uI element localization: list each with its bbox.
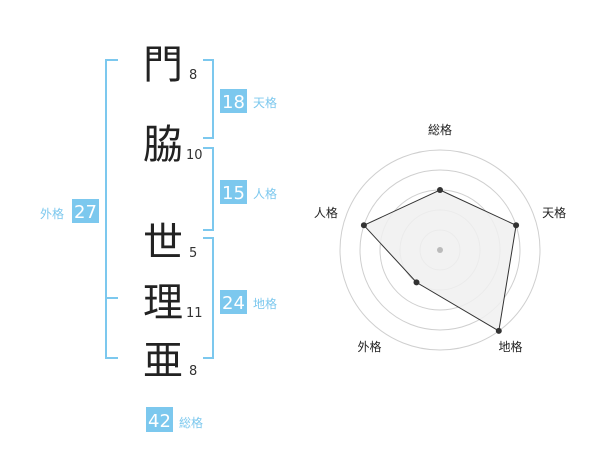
stroke-count-4: 11 — [186, 306, 203, 321]
jinkaku-label: 人格 — [253, 186, 277, 201]
gaikaku-label: 外格 — [40, 206, 64, 221]
radar-point-5 — [360, 222, 367, 229]
stroke-count-3: 5 — [189, 246, 197, 261]
radar-area — [363, 189, 517, 332]
soukaku-value: 42 — [148, 411, 171, 432]
soukaku-label: 総格 — [179, 415, 203, 430]
stroke-count-1: 8 — [189, 68, 197, 83]
radar-ring-4 — [359, 169, 521, 331]
chikaku-label: 地格 — [253, 296, 277, 311]
chikaku-badge — [220, 290, 247, 314]
stroke-count-2: 10 — [186, 148, 203, 163]
tenkaku-bracket — [203, 59, 214, 139]
radar-axis-label-5: 人格 — [314, 205, 338, 220]
radar-axis-label-3: 地格 — [498, 339, 522, 354]
stroke-count-5: 8 — [189, 364, 197, 379]
radar-point-2 — [513, 222, 520, 229]
tenkaku-label: 天格 — [253, 95, 277, 110]
gaikaku-value: 27 — [74, 202, 97, 223]
radar-point-4 — [413, 279, 420, 286]
name-char-4: 理 — [143, 280, 183, 326]
name-char-3: 世 — [143, 220, 183, 266]
chikaku-value: 24 — [222, 293, 245, 314]
radar-point-1 — [437, 187, 443, 193]
jinkaku-badge — [220, 180, 247, 204]
tenkaku-value: 18 — [222, 92, 245, 113]
radar-point-3 — [495, 327, 502, 334]
radar-axis-label-1: 総格 — [428, 122, 452, 137]
chikaku-bracket — [203, 237, 214, 359]
name-char-1: 門 — [143, 42, 183, 88]
name-char-2: 脇 — [143, 122, 183, 168]
jinkaku-bracket — [203, 147, 214, 231]
gaikaku-badge — [72, 199, 99, 223]
soukaku-badge — [146, 407, 173, 432]
tenkaku-badge — [220, 89, 247, 113]
jinkaku-value: 15 — [222, 183, 245, 204]
radar-axis-label-2: 天格 — [542, 205, 566, 220]
radar-center — [437, 247, 443, 253]
gaikaku-bracket — [105, 59, 118, 359]
radar-axis-label-4: 外格 — [357, 339, 381, 354]
name-char-5: 亜 — [143, 338, 183, 384]
radar-ring-5 — [339, 149, 541, 351]
